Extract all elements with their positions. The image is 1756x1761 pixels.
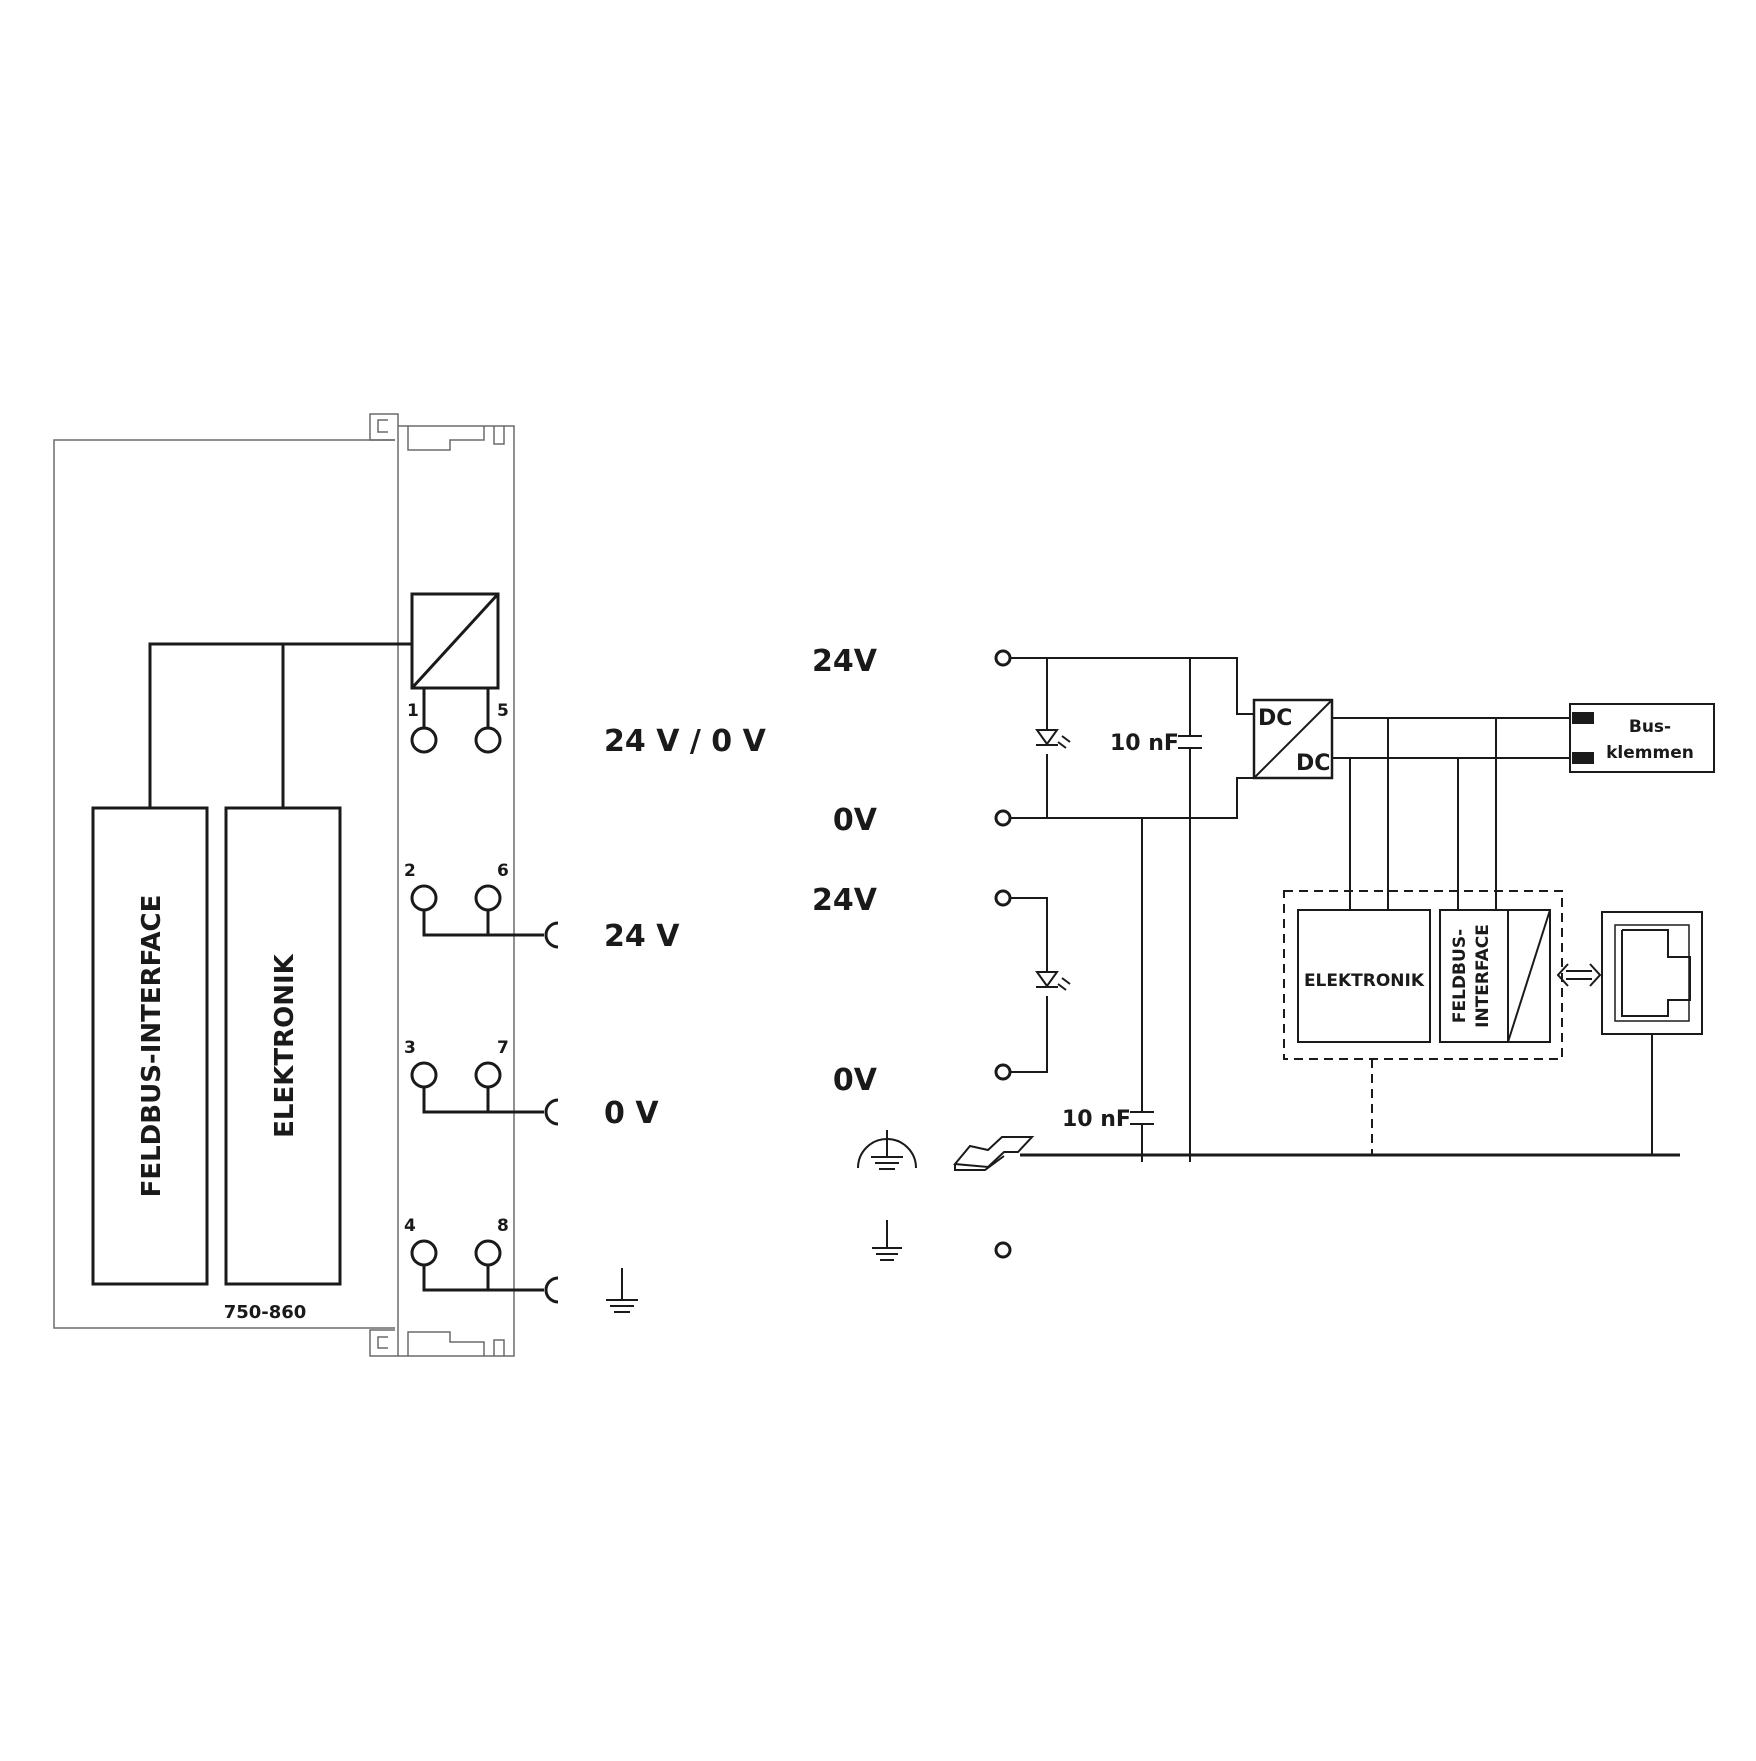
bidirectional-arrow-icon (1556, 963, 1602, 987)
supply-0v-label: 0V (833, 803, 878, 838)
module-housing (53, 413, 515, 1357)
terminal-5-clamp[interactable] (474, 726, 502, 754)
terminal-1-label: 1 (407, 701, 419, 721)
led-icon (1035, 729, 1071, 749)
internal-bus-line (148, 642, 412, 808)
terminal-6-label: 6 (497, 861, 509, 881)
feldbus-label-line1: FELDBUS- (1450, 929, 1470, 1023)
ground-icon (606, 1268, 638, 1313)
ground-icon (872, 1220, 902, 1261)
terminal-row-1: 1 5 (407, 688, 509, 754)
terminal-2-clamp[interactable] (410, 884, 438, 912)
terminal-4-label: 4 (404, 1216, 416, 1236)
terminal-row-2: 2 6 (404, 861, 559, 949)
plug-connector-icon (544, 921, 559, 949)
terminal-3-clamp[interactable] (410, 1061, 438, 1089)
feldbus-interface-label: FELDBUS-INTERFACE (137, 895, 167, 1198)
elektronik-block (224, 806, 342, 1286)
terminal-5-label: 5 (497, 701, 509, 721)
terminal-8-label: 8 (497, 1216, 509, 1236)
connector-icon[interactable] (1601, 911, 1703, 1035)
feldbus-interface-block (91, 806, 209, 1286)
terminal-1-clamp[interactable] (410, 726, 438, 754)
supply-24v-label: 24V (812, 644, 878, 679)
row2-voltage-label: 24 V (604, 919, 680, 954)
connector-pin-icon (1572, 752, 1594, 764)
plug-connector-icon (544, 1276, 559, 1304)
plug-connector-icon (544, 1098, 559, 1126)
terminal-7-label: 7 (497, 1038, 509, 1058)
elektronik-label: ELEKTRONIK (1304, 971, 1425, 991)
led-icon (1035, 971, 1071, 991)
row3-voltage-label: 0 V (604, 1096, 659, 1131)
model-number: 750-860 (224, 1302, 307, 1323)
terminal-8-clamp[interactable] (474, 1239, 502, 1267)
capacitor-bottom-label: 10 nF (1062, 1107, 1131, 1132)
field-0v-terminal[interactable] (994, 1063, 1012, 1081)
protective-earth-icon (857, 1130, 917, 1170)
converter-icon (410, 592, 500, 690)
dc-input-label: DC (1258, 706, 1292, 731)
supply-24v-terminal[interactable] (994, 649, 1012, 667)
supply-0v-terminal[interactable] (994, 809, 1012, 827)
capacitor-top-label: 10 nF (1110, 731, 1179, 756)
terminal-4-clamp[interactable] (410, 1239, 438, 1267)
capacitor-icon (1130, 1111, 1154, 1125)
ground-terminal[interactable] (994, 1241, 1012, 1259)
terminal-row-4: 4 8 (404, 1216, 559, 1304)
terminal-6-clamp[interactable] (474, 884, 502, 912)
field-0v-label: 0V (833, 1063, 878, 1098)
controller-enclosure (1283, 890, 1563, 1060)
row1-voltage-label: 24 V / 0 V (604, 724, 767, 759)
capacitor-icon (1178, 735, 1202, 749)
dc-dc-converter-icon (1252, 698, 1334, 780)
elektronik-block (1297, 909, 1431, 1043)
field-24v-terminal[interactable] (994, 889, 1012, 907)
terminal-row-3: 3 7 (404, 1038, 559, 1126)
terminal-3-label: 3 (404, 1038, 416, 1058)
terminal-2-label: 2 (404, 861, 416, 881)
dc-output-label: DC (1296, 751, 1330, 776)
din-rail-icon (953, 1136, 1035, 1171)
feldbus-label-line2: INTERFACE (1473, 924, 1493, 1028)
terminal-7-clamp[interactable] (474, 1061, 502, 1089)
field-24v-label: 24V (812, 883, 878, 918)
elektronik-label: ELEKTRONIK (270, 953, 300, 1138)
connector-pin-icon (1572, 712, 1594, 724)
bus-terminals-label-line2: klemmen (1606, 743, 1694, 763)
bus-terminals-label-line1: Bus- (1629, 717, 1671, 737)
feldbus-interface-block (1439, 909, 1551, 1043)
